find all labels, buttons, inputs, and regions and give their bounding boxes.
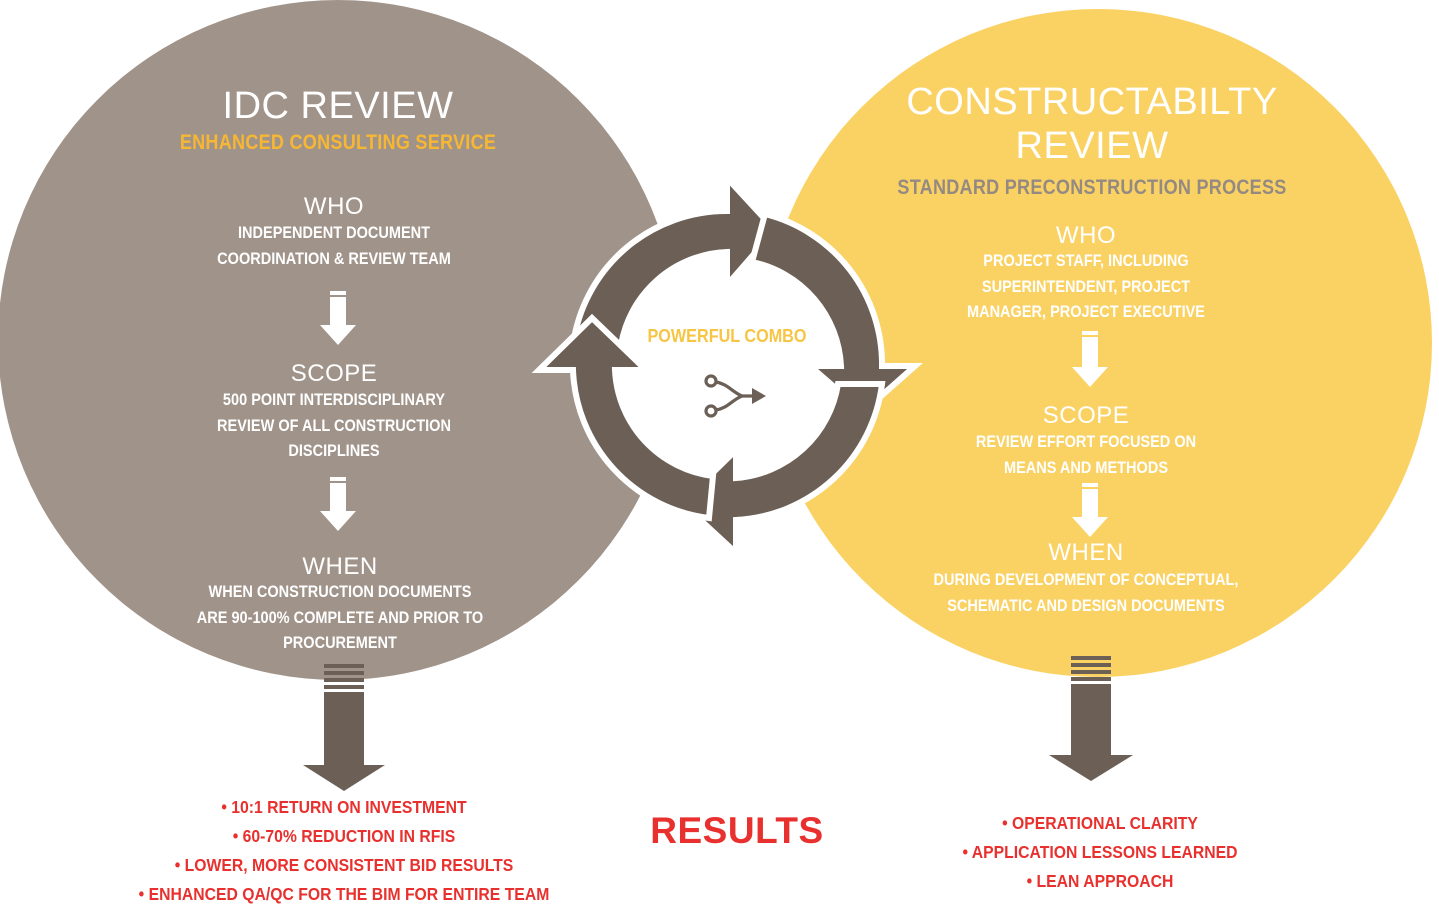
list-item: • OPERATIONAL CLARITY [1002,813,1198,833]
list-item: • ENHANCED QA/QC FOR THE BIM FOR ENTIRE … [138,884,550,904]
idc-scope-label: SCOPE [290,360,378,387]
idc-title: IDC REVIEW [222,85,454,127]
list-item: • APPLICATION LESSONS LEARNED [962,842,1238,862]
list-item: • 10:1 RETURN ON INVESTMENT [221,797,467,817]
right-small-arrow-1 [1072,331,1108,387]
cycle-arrows [531,170,923,560]
left-small-arrow-2 [320,477,356,531]
constructability-subtitle: STANDARD PRECONSTRUCTION PROCESS [897,176,1287,199]
powerful-combo-label: POWERFUL COMBO [647,326,807,346]
idc-who-text: INDEPENDENT DOCUMENT COORDINATION & REVI… [217,224,451,268]
constructability-scope-text: REVIEW EFFORT FOCUSED ON MEANS AND METHO… [975,433,1197,477]
constructability-results-list: • OPERATIONAL CLARITY • APPLICATION LESS… [875,809,1325,896]
constructability-who-label: WHO [1055,222,1117,249]
idc-results-list: • 10:1 RETURN ON INVESTMENT • 60-70% RED… [119,793,569,909]
merge-arrow-head [752,388,766,404]
list-item: • LOWER, MORE CONSISTENT BID RESULTS [174,855,514,875]
list-item: • 60-70% REDUCTION IN RFIS [232,826,456,846]
merge-arrow-icon [704,374,756,418]
cycle-arrow-left [531,313,717,522]
idc-subtitle: ENHANCED CONSULTING SERVICE [179,131,497,154]
idc-who-label: WHO [303,193,365,220]
idc-when-label: WHEN [302,553,378,580]
idc-when-text: WHEN CONSTRUCTION DOCUMENTS ARE 90-100% … [196,583,484,652]
right-results-arrow [1049,656,1133,781]
results-heading: RESULTS [650,810,824,851]
constructability-when-label: WHEN [1048,539,1124,566]
idc-scope-text: 500 POINT INTERDISCIPLINARY REVIEW OF AL… [217,391,451,460]
right-small-arrow-2 [1072,483,1108,537]
constructability-title: CONSTRUCTABILTY REVIEW [906,81,1278,167]
list-item: • LEAN APPROACH [1026,871,1174,891]
cycle-arrow-right [748,210,923,416]
cycle-arrow-top [569,170,780,348]
left-results-arrow [303,664,385,791]
constructability-when-text: DURING DEVELOPMENT OF CONCEPTUAL, SCHEMA… [933,571,1239,615]
cycle-center [603,242,851,490]
constructability-scope-label: SCOPE [1042,402,1130,429]
left-small-arrow-1 [320,291,356,345]
constructability-who-text: PROJECT STAFF, INCLUDING SUPERINTENDENT,… [966,252,1206,321]
cycle-arrow-bottom [677,381,886,560]
